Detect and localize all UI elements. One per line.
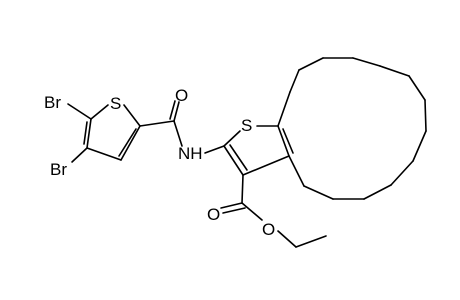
atom-s-left: S: [110, 94, 121, 113]
atom-o-ester-carbonyl: O: [207, 205, 220, 224]
br-bottom-bond: [71, 147, 88, 163]
ester-group: [220, 174, 327, 248]
atom-nh: NH: [178, 144, 203, 163]
macrocycle-ring: [277, 57, 427, 200]
nh-bond: [204, 145, 225, 154]
atom-br-top: Br: [44, 93, 61, 112]
amide-group: [139, 100, 183, 147]
left-thiophene-ring: [83, 104, 141, 161]
atom-s-right: S: [241, 116, 252, 135]
fused-thiophene-ring: [223, 125, 294, 176]
atom-o-ester: O: [262, 220, 275, 239]
atom-br-bottom: Br: [50, 160, 67, 179]
br-top-bond: [67, 103, 92, 120]
atom-o-amide: O: [175, 86, 188, 105]
